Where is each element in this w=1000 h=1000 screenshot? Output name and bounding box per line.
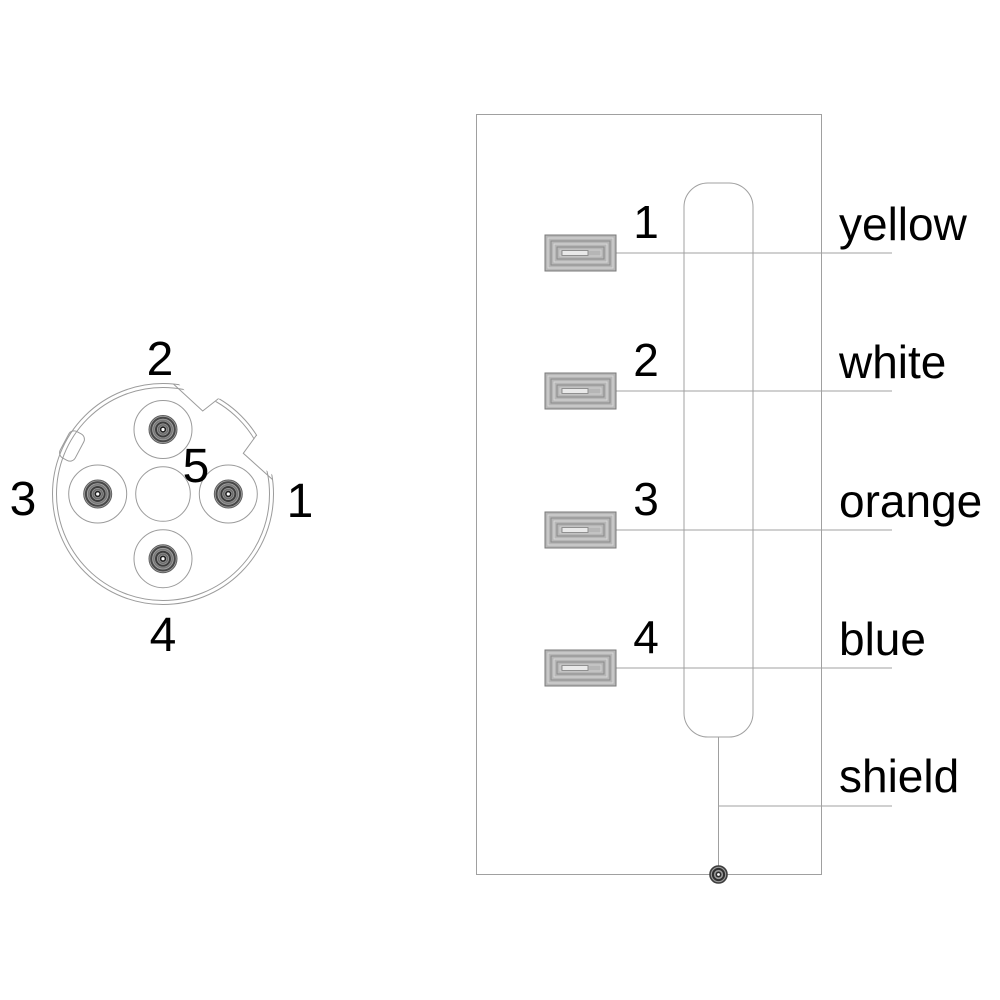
- connector-pin-label-right: 1: [287, 475, 314, 528]
- pin-cavity-right: [198, 464, 258, 524]
- keyway-notch-top: [173, 377, 225, 412]
- wire-pin-number-4: 4: [633, 611, 659, 663]
- wire-row-1: 1 yellow: [544, 196, 968, 272]
- connector-pin-label-center: 5: [183, 440, 210, 493]
- pin-contact-top: [148, 414, 178, 445]
- wire-row-3: 3 orange: [544, 473, 982, 549]
- terminal-pad-1: [544, 234, 617, 272]
- wire-color-label-4: blue: [839, 613, 926, 665]
- shield-label: shield: [839, 750, 959, 802]
- connector-pin-label-bottom: 4: [150, 609, 177, 662]
- connector-pin-label-left: 3: [10, 473, 37, 526]
- wiring-diagram: 1 yellow 2 white 3 orange 4: [476, 114, 982, 884]
- pin-contact-bottom: [148, 543, 178, 574]
- center-hole: [135, 466, 191, 522]
- module-housing-outline: [476, 114, 822, 875]
- keyway-notch-right: [242, 430, 280, 480]
- wire-pin-number-1: 1: [633, 196, 659, 248]
- wire-row-2: 2 white: [544, 334, 946, 410]
- terminal-pad-3: [544, 511, 617, 549]
- wire-row-4: 4 blue: [544, 611, 926, 687]
- keyway-notch-left: [59, 430, 85, 462]
- pin-contact-left: [82, 479, 113, 509]
- connector-face-view: 2 1 3 4 5: [10, 333, 314, 662]
- terminal-pad-4: [544, 649, 617, 687]
- shield-connection: shield: [709, 737, 959, 884]
- wire-color-label-3: orange: [839, 475, 982, 527]
- connector-body-outline: [683, 182, 754, 738]
- connector-outer-ring: [52, 383, 274, 605]
- pin-contact-right: [213, 479, 244, 509]
- wire-color-label-2: white: [838, 336, 946, 388]
- wire-color-label-1: yellow: [839, 198, 968, 250]
- connector-inner-ring: [56, 387, 270, 601]
- pin-cavity-top: [133, 400, 193, 459]
- wire-pin-number-2: 2: [633, 334, 659, 386]
- shield-contact-point: [709, 865, 728, 884]
- terminal-pad-2: [544, 372, 617, 410]
- pin-cavity-left: [68, 464, 128, 524]
- pin-cavity-bottom: [133, 529, 193, 589]
- connector-pin-label-top: 2: [147, 333, 174, 386]
- wire-pin-number-3: 3: [633, 473, 659, 525]
